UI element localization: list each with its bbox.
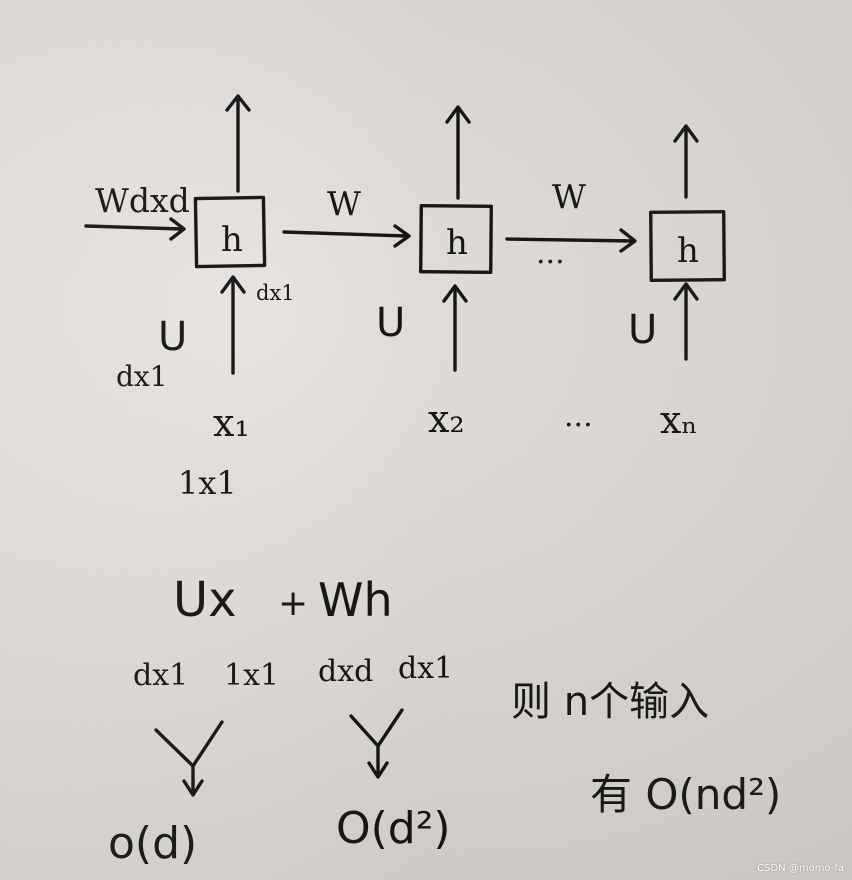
hidden-cell-2-label: h [446,223,468,263]
output-arrowhead-1 [225,94,251,112]
merge-arrowhead-left [182,779,204,797]
input-ellipsis: ... [564,399,593,434]
conclusion-line-2: 有 O(nd²) [590,770,781,819]
merge-lines-right [349,708,404,748]
hidden-cell-1 [193,195,267,269]
input-arrowhead-1 [220,275,246,294]
formula-term-ux: Ux [173,572,237,628]
output-arrowhead-3 [673,124,699,143]
input-xn-label: xₙ [660,398,698,442]
merge-lines-left [154,720,224,768]
input-dim-label: 1x1 [178,464,237,502]
input-matrix-label-1: U [158,314,187,360]
conclusion-line-1: 则 n个输入 [511,679,709,725]
formula-dim-4: dx1 [398,651,453,686]
input-matrix-label-3: U [628,307,657,353]
input-weight-arrowhead [169,217,186,241]
formula-term-wh: Wh [318,573,393,627]
merge-arrowhead-right [367,761,389,779]
input-weight-arrow [84,224,184,231]
result-right: O(d²) [336,803,451,854]
recurrent-arrow-2 [505,237,635,243]
formula-dim-3: dxd [318,654,373,689]
input-x2-label: x₂ [428,397,465,441]
input-arrowhead-2 [442,284,468,303]
formula-dim-1: dx1 [133,658,188,693]
result-left: o(d) [108,818,197,869]
input-arrowhead-3 [673,282,699,301]
csdn-watermark: CSDN @momo-fa [757,863,844,874]
hidden-cell-3-label: h [677,231,699,271]
hidden-cell-3 [649,209,726,283]
hidden-cell-2 [419,203,493,275]
hidden-cell-1-label: h [221,220,243,260]
recurrent-arrowhead-1 [393,224,411,248]
formula-dim-2: 1x1 [224,658,279,693]
input-x1-label: x₁ [213,401,250,445]
recurrent-ellipsis: ... [536,236,565,271]
input-matrix-label-2: U [376,300,405,346]
hidden-dim-label: dx1 [256,281,295,305]
input-weight-label: Wdxd [95,181,190,220]
recurrent-weight-label-2: W [552,177,586,216]
formula-plus: + [278,583,308,624]
recurrent-weight-label-1: W [327,184,361,223]
recurrent-arrow-1 [282,230,409,238]
recurrent-arrowhead-2 [619,228,637,253]
output-arrowhead-2 [445,105,471,124]
input-matrix-dim-label: dx1 [116,360,168,393]
